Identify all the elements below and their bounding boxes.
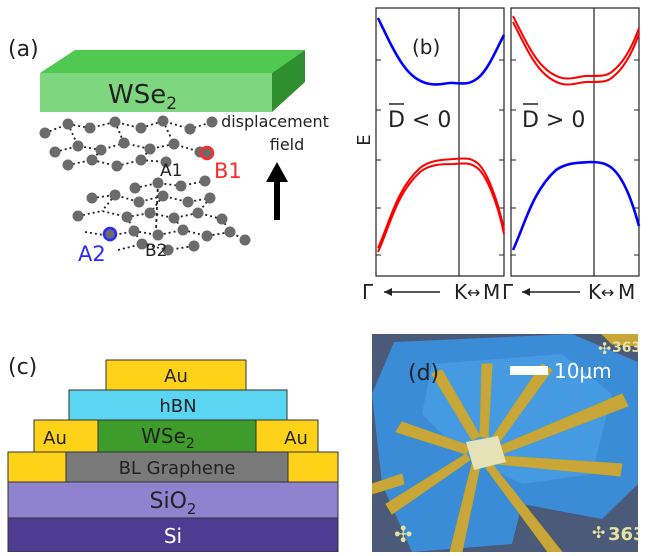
layer-au-left bbox=[7, 451, 69, 483]
panel-b: (b) E D < 0 D > 0 Γ K ↔ M Γ K ↔ M bbox=[350, 0, 650, 304]
scale-bar-label: 10μm bbox=[554, 359, 612, 383]
wse2-slab-side bbox=[272, 50, 305, 112]
layer-hbn bbox=[68, 389, 288, 421]
svg-text:✣: ✣ bbox=[394, 523, 412, 548]
x-gamma-right: Γ bbox=[502, 280, 514, 300]
device-center bbox=[466, 436, 506, 470]
x-arrow-right-head bbox=[522, 288, 530, 296]
x-m-left: M bbox=[483, 280, 500, 300]
panel-b-label: (b) bbox=[412, 35, 440, 59]
displacement-arrow-head bbox=[266, 162, 288, 182]
svg-text:✣: ✣ bbox=[592, 523, 605, 542]
x-k-arrow-right: ↔ bbox=[601, 283, 614, 300]
x-gamma-left: Γ bbox=[362, 280, 374, 300]
panel-c-label: (c) bbox=[8, 355, 37, 380]
site-a2-label: A2 bbox=[78, 242, 106, 266]
site-a1-label: A1 bbox=[160, 161, 182, 181]
svg-text:✣: ✣ bbox=[598, 339, 611, 358]
displacement-label: displacement bbox=[221, 112, 329, 131]
site-b2-label: B2 bbox=[145, 241, 167, 261]
panel-c: (c) Si SiO2 Au Au BL Graphene WSe2 hBN A… bbox=[0, 340, 350, 553]
layer-si bbox=[7, 517, 339, 553]
left-ticks bbox=[375, 59, 504, 276]
layer-au-right bbox=[287, 451, 339, 483]
left-conduction-band bbox=[376, 17, 506, 86]
field-label: field bbox=[270, 135, 305, 154]
right-ticks bbox=[511, 59, 639, 256]
layer-sio2-label: SiO2 bbox=[150, 489, 197, 518]
layer-bl-graphene-label: BL Graphene bbox=[119, 458, 236, 479]
layer-au-left-label: Au bbox=[43, 428, 67, 449]
device-stack-diagram: (c) Si SiO2 Au Au BL Graphene WSe2 hBN A… bbox=[7, 355, 339, 553]
right-conduction-band-2 bbox=[512, 21, 640, 86]
left-valence-band-1 bbox=[377, 157, 505, 249]
layer-au-top bbox=[105, 359, 247, 391]
panel-d: ✣ ✣ ✣ 363 363 10μm (d) bbox=[372, 334, 638, 552]
left-condition-label: D < 0 bbox=[388, 108, 451, 133]
layer-au-top-label: Au bbox=[164, 366, 188, 387]
right-valence-band bbox=[511, 160, 641, 251]
right-condition-label: D > 0 bbox=[522, 108, 585, 133]
wse2-slab-top bbox=[40, 50, 305, 73]
corner-number-top: 363 bbox=[612, 340, 638, 356]
site-b1-marker bbox=[199, 145, 215, 161]
layer-si-label: Si bbox=[164, 524, 182, 548]
site-b1-label: B1 bbox=[214, 159, 242, 183]
panel-d-label: (d) bbox=[408, 361, 439, 386]
gold-electrodes bbox=[372, 334, 638, 552]
corner-number: 363 bbox=[608, 524, 638, 545]
x-m-right: M bbox=[618, 280, 635, 300]
x-k-right: K bbox=[588, 280, 602, 300]
x-arrow-left-head bbox=[384, 288, 392, 296]
layer-wse2-label: WSe2 bbox=[141, 424, 195, 452]
layer-hbn-label: hBN bbox=[159, 396, 196, 417]
panel-a-diagram: WSe2 bbox=[8, 37, 329, 266]
alignment-marks: ✣ ✣ ✣ bbox=[394, 339, 611, 548]
right-conduction-band-1 bbox=[512, 15, 640, 80]
site-a2-marker bbox=[102, 226, 118, 242]
optical-micrograph: ✣ ✣ ✣ 363 363 10μm (d) bbox=[372, 334, 638, 552]
band-structure-plot: (b) E D < 0 D > 0 Γ K ↔ M Γ K ↔ M bbox=[354, 7, 641, 304]
left-valence-band-2 bbox=[377, 162, 505, 253]
graphene-top-atoms bbox=[39, 115, 218, 172]
panel-a: WSe2 bbox=[0, 0, 350, 280]
wse2-label: WSe2 bbox=[108, 80, 177, 114]
panel-a-label: (a) bbox=[8, 37, 39, 62]
x-k-left: K bbox=[454, 280, 468, 300]
right-subplot-frame bbox=[510, 7, 640, 277]
scale-bar bbox=[510, 366, 548, 375]
left-subplot-frame bbox=[375, 7, 505, 277]
wse2-slab-front bbox=[40, 73, 272, 112]
x-k-arrow-left: ↔ bbox=[467, 283, 480, 300]
energy-axis-label: E bbox=[354, 134, 375, 145]
layer-au-right-label: Au bbox=[284, 428, 308, 449]
